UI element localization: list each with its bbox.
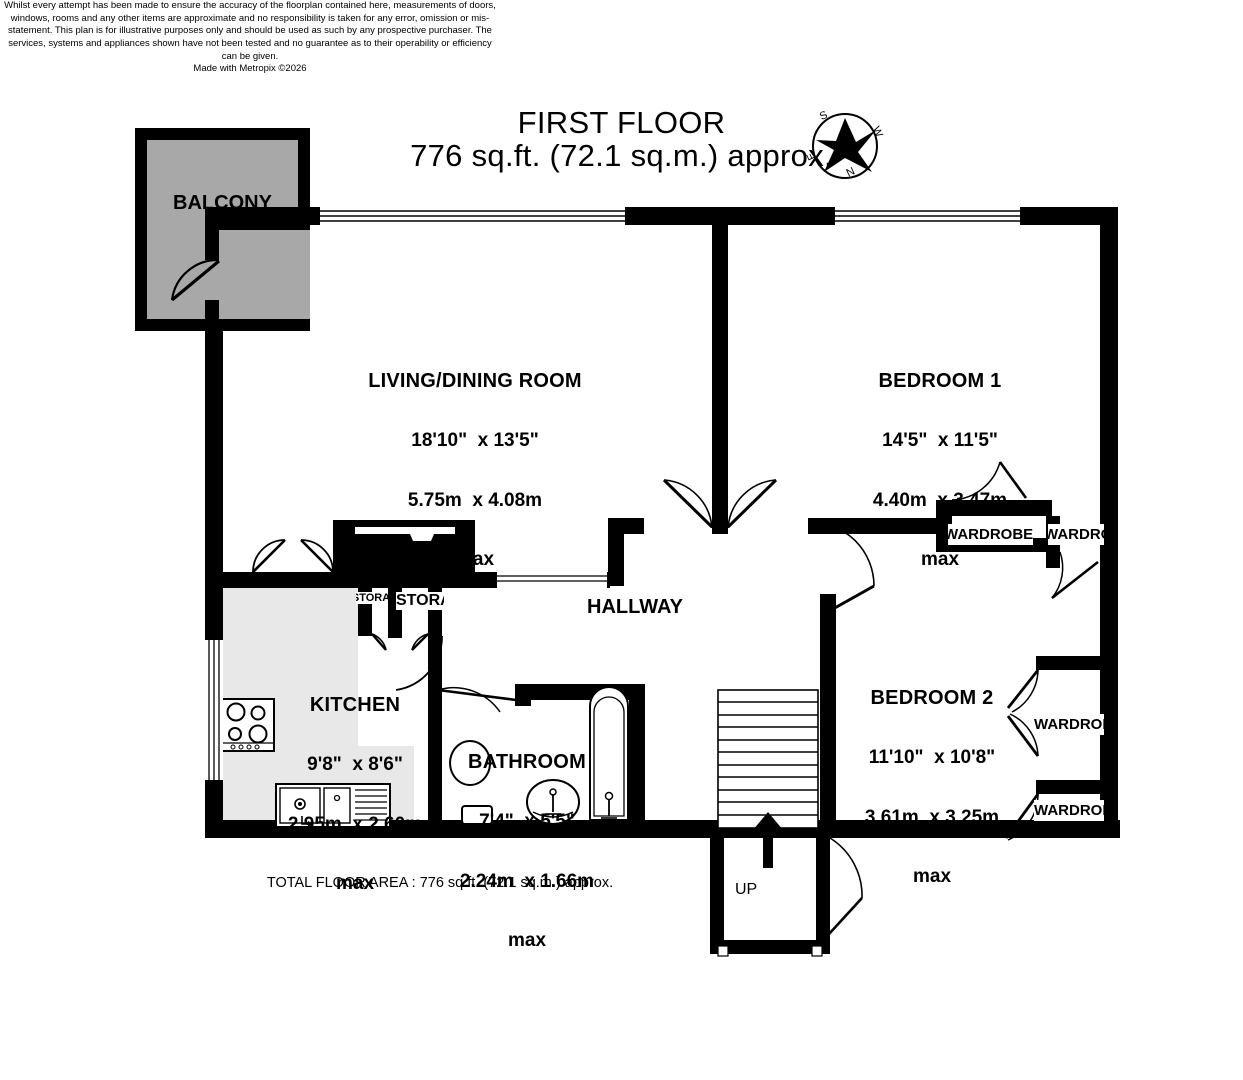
room-label-kitchen: KITCHEN 9'8" x 8'6" 2.95m x 2.60m max [255,657,455,913]
room-label-bedroom-2: BEDROOM 2 11'10" x 10'8" 3.61m x 3.25m m… [812,650,1052,906]
sink-unit [275,783,391,828]
bedroom1-metric: 4.40m x 3.47m [872,489,1008,511]
stairs-up-arrow [753,812,783,868]
bedroom2-metric: 3.61m x 3.25m [864,806,1000,828]
basin-fixture [526,779,580,825]
bathroom-metric: 2.24m x 1.66m [459,870,595,892]
kitchen-max: max [335,872,375,894]
wardrobe-door-swings-upper [951,461,1099,600]
wardrobe-label-1: WARDROBE [948,524,1034,545]
stairs-up-label: UP [735,881,758,898]
room-label-bedroom-1: BEDROOM 1 14'5" x 11'5" 4.40m x 3.47m ma… [820,333,1060,589]
kitchen-walls [428,636,442,820]
storage-label-1: STORAGE [356,592,388,604]
room-label-balcony: BALCONY [173,192,272,214]
kitchen-area [223,588,414,820]
bedroom2-max: max [912,865,952,887]
kitchen-name: KITCHEN [309,694,401,716]
kitchen-imperial: 9'8" x 8'6" [307,754,403,776]
storage-label-2-clip: STORAGE [396,592,444,616]
bedroom2-name: BEDROOM 2 [870,687,994,709]
bathroom-max: max [507,929,547,951]
kitchen-metric: 2.95m x 2.60m [287,813,423,835]
window-glazing [205,210,1120,832]
bedroom1-name: BEDROOM 1 [878,370,1002,392]
living-dining-metric: 5.75m x 4.08m [407,489,543,511]
storage-door-swings [371,633,429,651]
page-title: FIRST FLOOR [517,105,726,140]
wardrobe-label-2-clip: WARDROBE [1048,524,1104,546]
cupboard-detail [355,534,455,562]
room-label-living-dining: LIVING/DINING ROOM 18'10" x 13'5" 5.75m … [325,333,625,589]
page-subtitle: 776 sq.ft. (72.1 sq.m.) approx. [410,138,833,173]
kitchen-door-hall [395,635,443,691]
wardrobe-label-3-clip: WARDROBE [1034,714,1104,736]
bedroom2-wardrobe-walls [820,594,1102,826]
bedroom1-imperial: 14'5" x 11'5" [882,430,998,452]
balcony-door [170,258,221,302]
wardrobe-label-3: WARDROBE [1034,714,1104,735]
kitchen-door-upper [252,539,334,573]
compass-rose [812,113,878,179]
wardrobe-label-4-clip: WARDROBE [1034,800,1104,822]
bathroom-door [437,686,517,713]
wardrobe-label-2: WARDROBE [1048,524,1104,545]
room-label-hallway: HALLWAY [587,596,683,618]
bathroom-imperial: 7'4" x 5'5" [479,811,575,833]
bedroom1-max: max [920,548,960,570]
wardrobe-door-swings-lower [1004,669,1040,841]
living-dining-imperial: 18'10" x 13'5" [411,430,539,452]
living-dining-max: max [455,548,495,570]
footer-total-area: TOTAL FLOOR AREA : 776 sq.ft. (72.1 sq.m… [266,875,614,891]
staircase [710,689,863,957]
bathroom-name: BATHROOM [468,751,586,773]
footer-made-with: Made with Metropix ©2026 [193,63,307,75]
bedroom2-imperial: 11'10" x 10'8" [868,747,996,769]
room-label-bathroom: BATHROOM 7'4" x 5'5" 2.24m x 1.66m max [432,714,622,970]
footer-disclaimer: Whilst every attempt has been made to en… [4,0,496,62]
wardrobe-label-1-clip: WARDROBE [948,524,1038,546]
bathtub-fixture [589,686,629,821]
storage-label-1-clip: STORAGE [356,592,388,614]
toilet-fixture [449,740,493,825]
living-dining-name: LIVING/DINING ROOM [368,370,582,392]
hallway-window-glazing [497,575,607,582]
kitchen-window [205,640,223,780]
wardrobe-label-4: WARDROBE [1034,800,1104,821]
storage-label-2: STORAGE [396,592,444,610]
